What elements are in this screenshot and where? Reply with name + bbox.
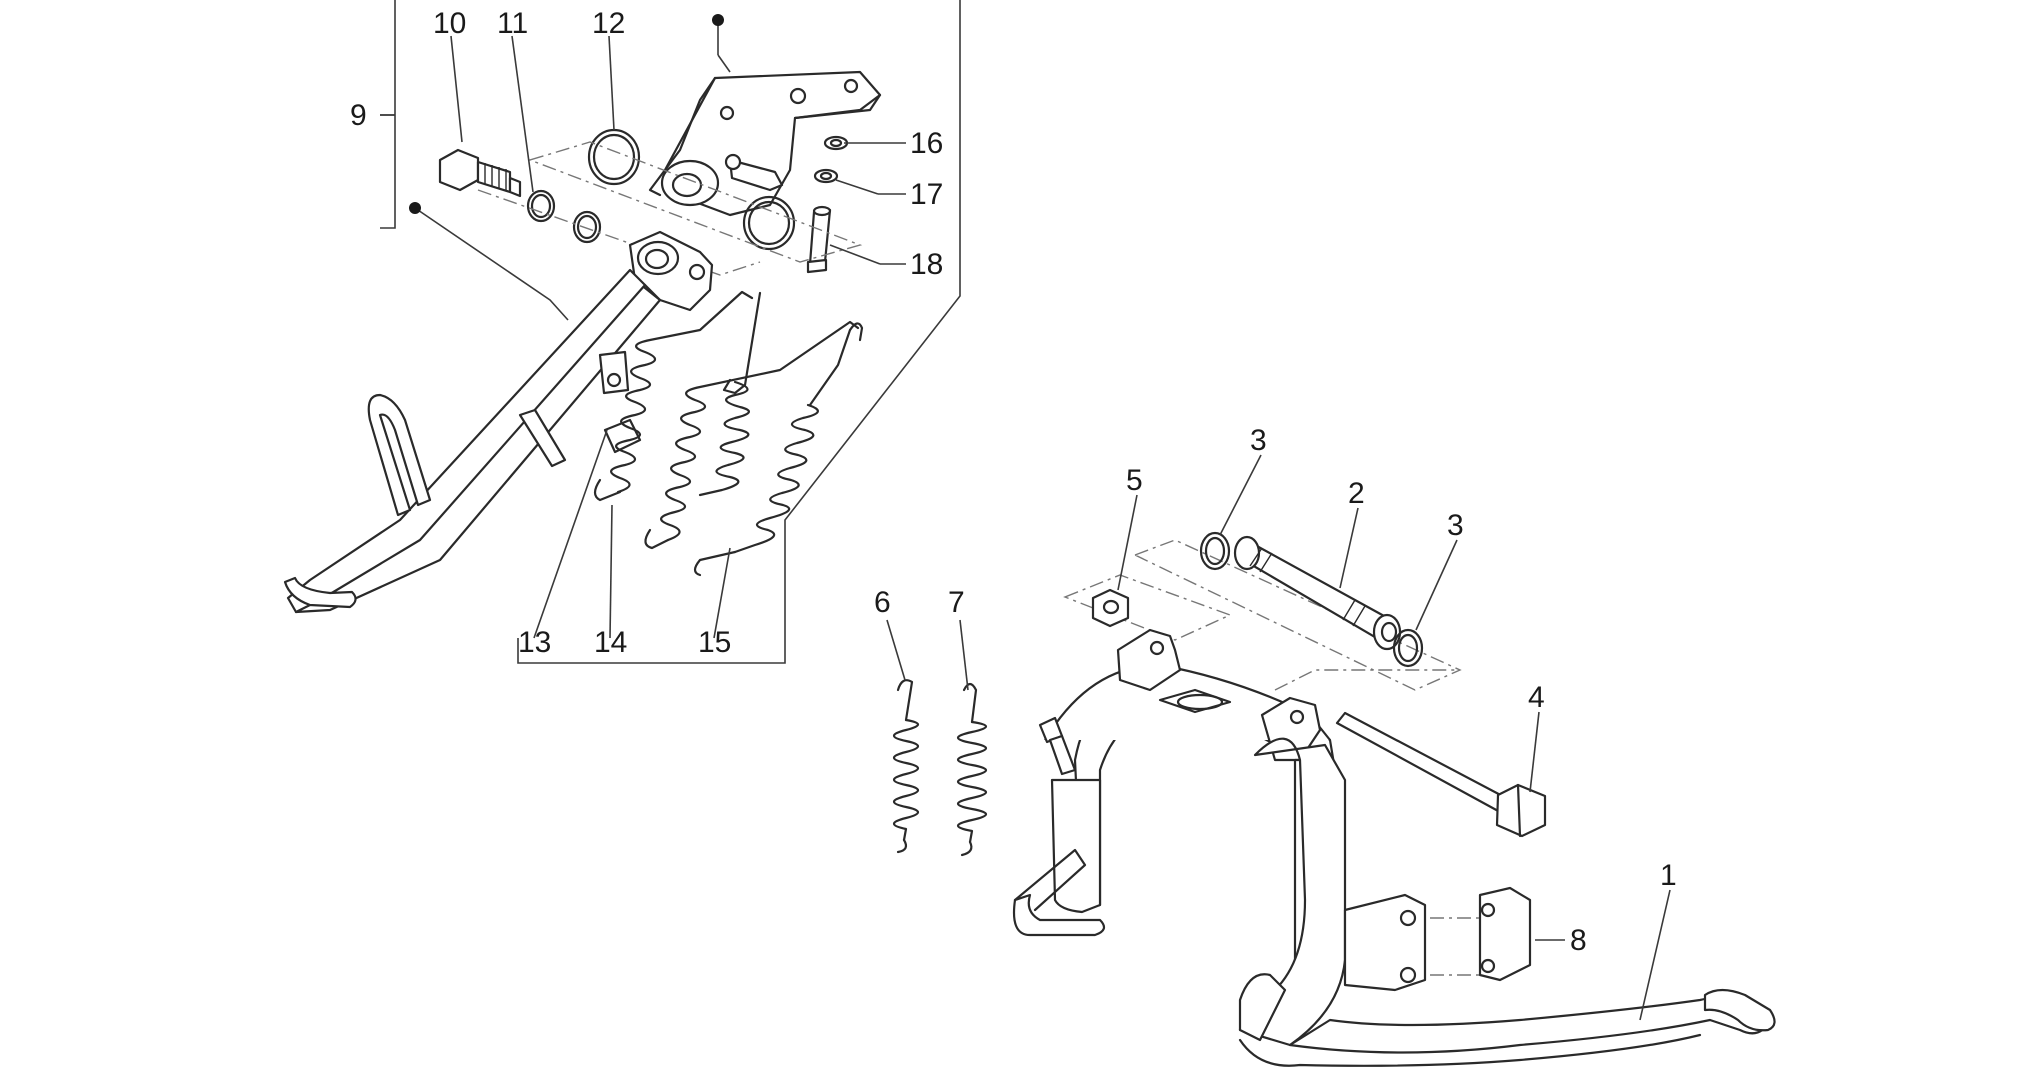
callout-8: 8 (1570, 924, 1587, 957)
center-stand-axis (1063, 539, 1462, 691)
ring-lower-right (742, 195, 796, 251)
long-bolt-4 (1335, 711, 1547, 838)
callout-9: 9 (350, 99, 367, 132)
screw-18 (806, 205, 832, 274)
nut-5 (1091, 588, 1130, 628)
callout-5: 5 (1126, 464, 1143, 497)
side-stand-kit-group (283, 0, 961, 664)
callout-1: 1 (1660, 859, 1677, 892)
callout-13: 13 (518, 626, 551, 659)
callout-14: 14 (594, 626, 627, 659)
circlip-3b (1392, 628, 1424, 668)
spring-6 (892, 679, 920, 854)
circlip-3a (1199, 531, 1231, 571)
bracket-axis (1430, 917, 1480, 976)
callout-10: 10 (433, 7, 466, 40)
center-stand-group (886, 454, 1776, 1067)
callout-11: 11 (497, 7, 528, 40)
spring-14b (593, 290, 754, 502)
spring-15b (644, 320, 860, 550)
side-stand-bracket (648, 70, 882, 217)
callout-2: 2 (1348, 477, 1365, 510)
spring-14 (698, 291, 762, 497)
ring-11 (526, 189, 556, 223)
stand-pin (1233, 535, 1402, 651)
callout-7: 7 (948, 586, 965, 619)
leg-dot-marker (409, 202, 421, 214)
bracket-dot-marker (712, 14, 724, 26)
washer-16 (823, 135, 849, 151)
callout-3a: 3 (1250, 424, 1267, 457)
assembly-axis-upper (527, 141, 863, 263)
callout-18: 18 (910, 248, 943, 281)
callout-6: 6 (874, 586, 891, 619)
callout-4: 4 (1528, 681, 1545, 714)
pivot-bolt (438, 148, 522, 198)
spring-15 (693, 322, 864, 577)
ring-12 (587, 128, 641, 186)
callout-17: 17 (910, 178, 943, 211)
callout-3b: 3 (1447, 509, 1464, 542)
callout-16: 16 (910, 127, 943, 160)
assembly-axis-lower (477, 189, 761, 276)
center-stand-frame (1012, 628, 1776, 1067)
spring-7 (956, 682, 988, 857)
ring-lower-left (572, 210, 602, 244)
side-stand-leg (283, 230, 714, 614)
washer-17 (813, 168, 839, 184)
callout-15: 15 (698, 626, 731, 659)
callout-12: 12 (592, 7, 625, 40)
